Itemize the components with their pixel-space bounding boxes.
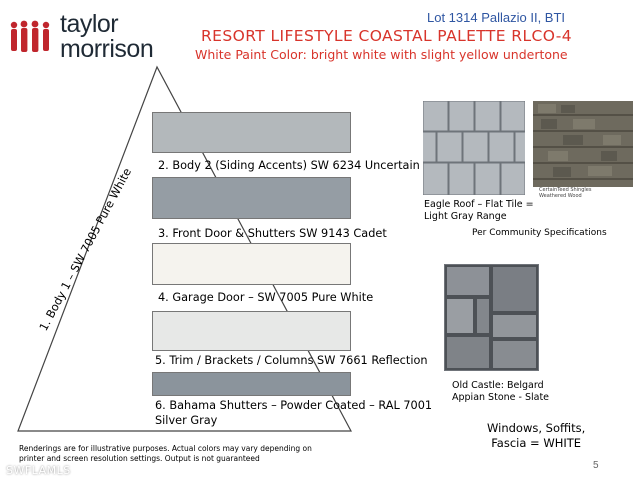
roof-caption: Eagle Roof – Flat Tile = Light Gray Rang… bbox=[424, 199, 534, 223]
label-garage-door: 4. Garage Door – SW 7005 Pure White bbox=[158, 291, 374, 304]
brand-logo-text: taylor morrison bbox=[60, 10, 154, 63]
disclaimer-line1: Renderings are for illustrative purposes… bbox=[19, 444, 312, 453]
disclaimer-line2: printer and screen resolution settings. … bbox=[19, 454, 260, 463]
windows-note-line1: Windows, Soffits, bbox=[487, 421, 586, 435]
shingle-caption-line2: Weathered Wood bbox=[539, 193, 582, 199]
windows-note: Windows, Soffits, Fascia = WHITE bbox=[487, 421, 585, 451]
paver-caption-line2: Appian Stone - Slate bbox=[452, 392, 550, 403]
lot-label: Lot 1314 Pallazio II, BTI bbox=[427, 10, 566, 25]
paver-image bbox=[444, 264, 539, 371]
windows-note-line2: Fascia = WHITE bbox=[491, 436, 582, 450]
shingle-caption-line1: CertainTeed Shingles bbox=[539, 187, 592, 193]
roof-tile-image bbox=[423, 101, 525, 195]
family-figures-logo-icon bbox=[10, 20, 50, 52]
shingle-caption: CertainTeed Shingles Weathered Wood bbox=[539, 187, 591, 199]
swatch-body2 bbox=[152, 112, 351, 153]
community-spec: Per Community Specifications bbox=[472, 228, 607, 238]
shingle-image bbox=[533, 101, 633, 187]
roof-caption-line1: Eagle Roof – Flat Tile = bbox=[424, 199, 534, 210]
swatch-trim bbox=[152, 311, 351, 351]
brand-line1: taylor bbox=[60, 10, 119, 38]
label-body2: 2. Body 2 (Siding Accents) SW 6234 Uncer… bbox=[158, 159, 451, 172]
label-front-door: 3. Front Door & Shutters SW 9143 Cadet bbox=[158, 227, 387, 240]
page-subtitle: White Paint Color: bright white with sli… bbox=[195, 47, 568, 62]
label-bahama-shutters-line2: Silver Gray bbox=[155, 414, 218, 427]
page-title: RESORT LIFESTYLE COASTAL PALETTE RLCO-4 bbox=[201, 27, 572, 45]
brand-line2: morrison bbox=[60, 35, 154, 63]
label-trim: 5. Trim / Brackets / Columns SW 7661 Ref… bbox=[155, 354, 428, 367]
swatch-bahama-shutters bbox=[152, 372, 351, 396]
disclaimer: Renderings are for illustrative purposes… bbox=[19, 444, 312, 464]
swatch-garage-door bbox=[152, 243, 351, 285]
roof-caption-line2: Light Gray Range bbox=[424, 211, 507, 222]
paver-caption-line1: Old Castle: Belgard bbox=[452, 380, 544, 391]
watermark: SWFLAMLS bbox=[6, 464, 71, 477]
swatch-front-door bbox=[152, 177, 351, 219]
paver-caption: Old Castle: Belgard Appian Stone - Slate bbox=[452, 380, 549, 404]
label-bahama-shutters: 6. Bahama Shutters – Powder Coated – RAL… bbox=[155, 399, 433, 412]
page-number: 5 bbox=[593, 460, 599, 471]
